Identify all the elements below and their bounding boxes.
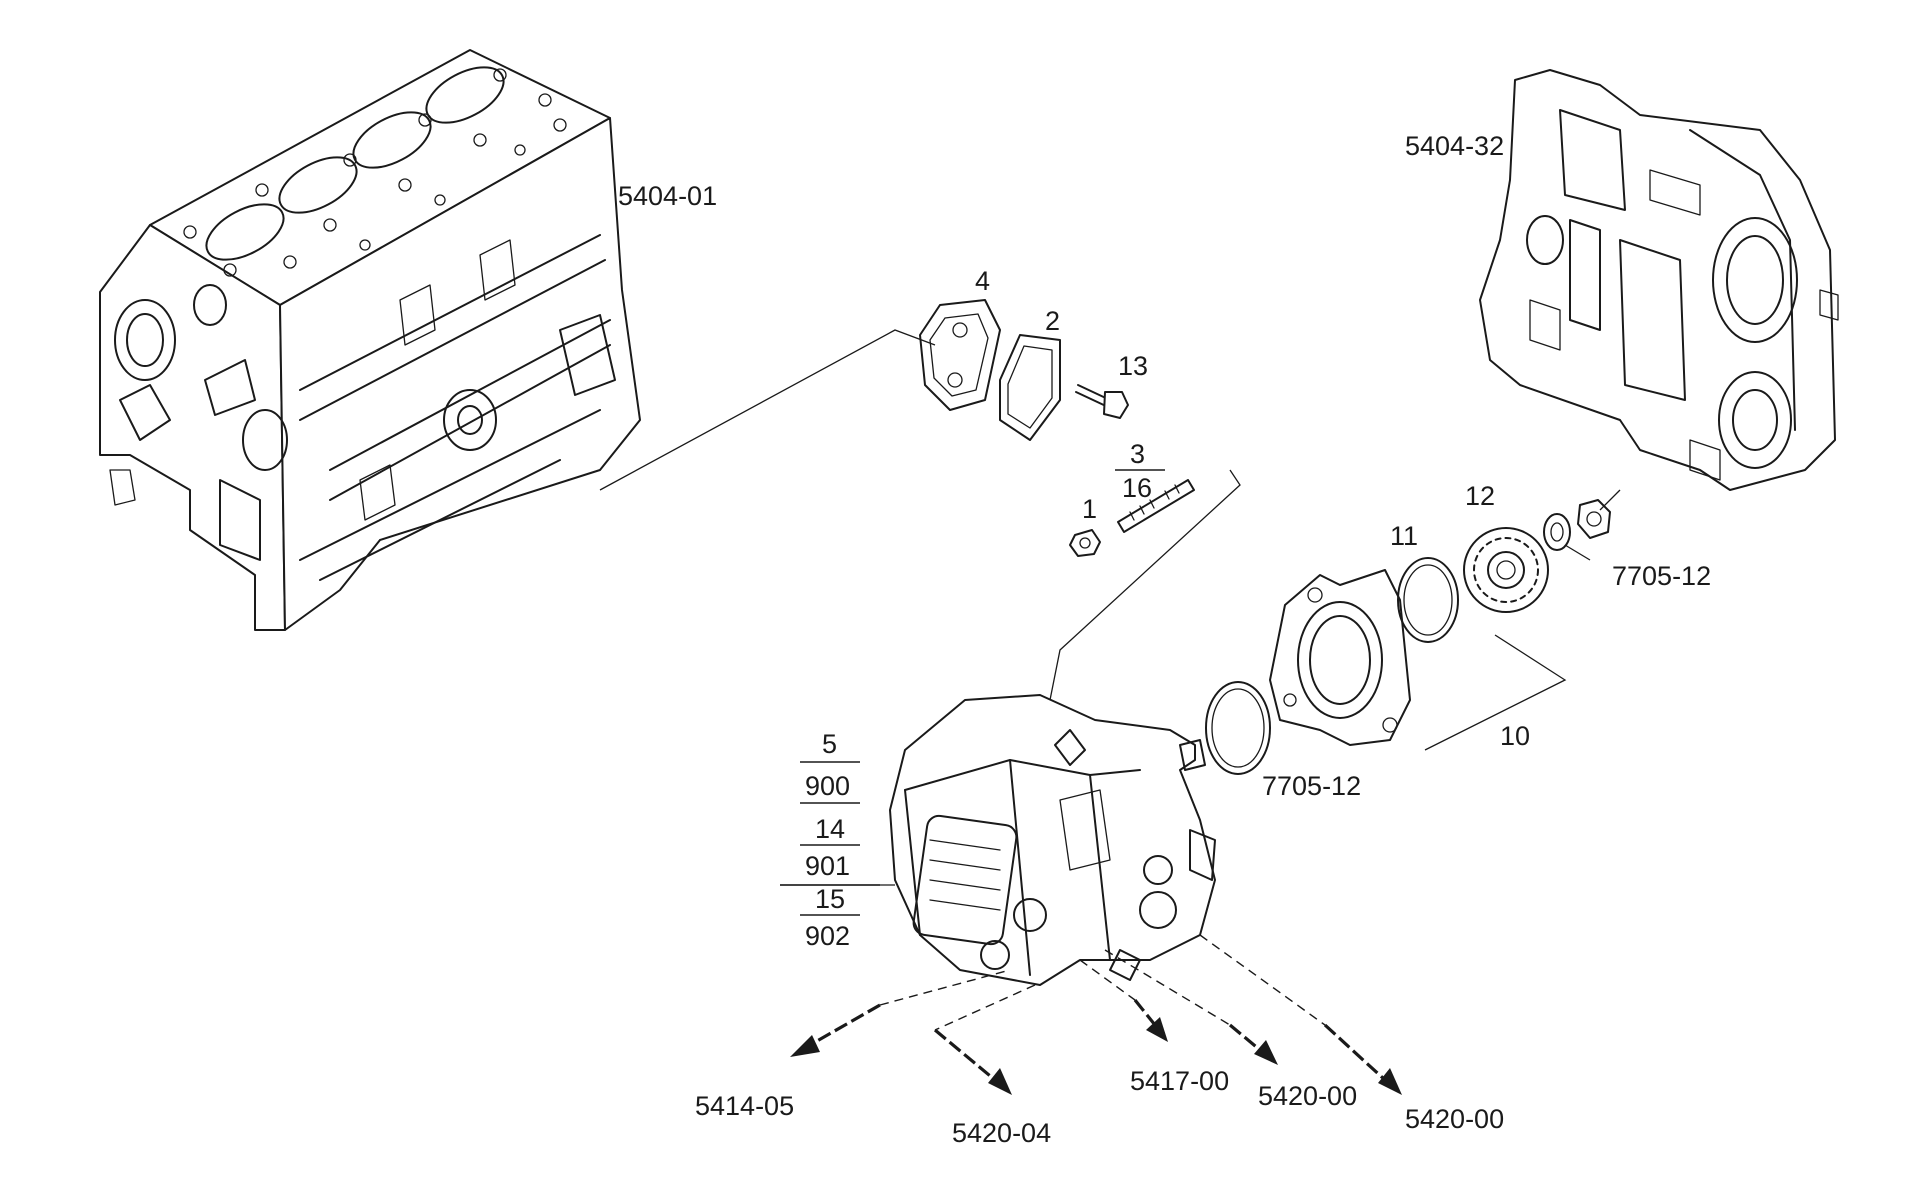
label-pump-a-bottom: 900: [805, 771, 850, 801]
label-bolt: 13: [1118, 351, 1148, 381]
engine-block: [99, 49, 641, 631]
injection-pump: [889, 694, 1216, 986]
drive-gear: [1463, 527, 1549, 613]
label-ref-5420-04: 5420-04: [952, 1118, 1051, 1148]
timing-cover: [1479, 69, 1839, 491]
gear-washer: [1543, 513, 1571, 551]
gear-nut: [1577, 499, 1611, 539]
label-pump-b-bottom: 901: [805, 851, 850, 881]
label-ref-5417: 5417-00: [1130, 1066, 1229, 1096]
label-cover: 5404-32: [1405, 131, 1504, 161]
label-pump-a-top: 5: [822, 729, 837, 759]
gasket-inner: [999, 334, 1061, 441]
label-pump-c-top: 15: [815, 884, 845, 914]
label-block: 5404-01: [618, 181, 717, 211]
label-pump-b-top: 14: [815, 814, 845, 844]
o-ring-inner: [1403, 564, 1453, 636]
reference-arrows: [790, 999, 1402, 1095]
seal-ring: [1205, 681, 1271, 775]
leader-lines: [599, 329, 1621, 1031]
label-nut: 1: [1082, 494, 1097, 524]
bolt: [1075, 384, 1129, 419]
label-pump-c-bottom: 902: [805, 921, 850, 951]
label-flange-group: 10: [1500, 721, 1530, 751]
label-ref-5414: 5414-05: [695, 1091, 794, 1121]
seal-ring-inner: [1211, 688, 1265, 768]
label-gear: 12: [1465, 481, 1495, 511]
label-gear-ref: 7705-12: [1612, 561, 1711, 591]
label-gasket-outer: 4: [975, 266, 990, 296]
label-gasket-inner: 2: [1045, 306, 1060, 336]
label-ref-5420-b: 5420-00: [1405, 1104, 1504, 1134]
label-stud-bottom: 16: [1122, 473, 1152, 503]
stud: [1117, 479, 1195, 533]
label-seal-ref: 7705-12: [1262, 771, 1361, 801]
label-stud-top: 3: [1130, 439, 1145, 469]
pump-flange: [1269, 569, 1411, 746]
nut: [1069, 529, 1101, 557]
o-ring: [1397, 557, 1459, 643]
label-oring: 11: [1390, 521, 1418, 551]
gasket-outer: [919, 299, 1001, 411]
label-ref-5420-a: 5420-00: [1258, 1081, 1357, 1111]
